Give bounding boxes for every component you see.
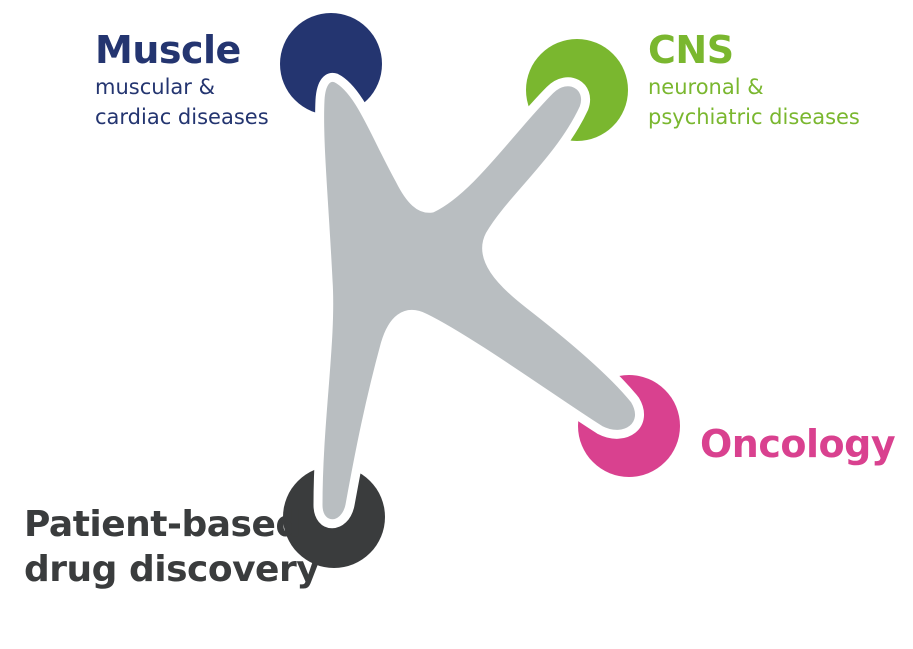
muscle-subtitle-line2: cardiac diseases	[95, 105, 269, 129]
patient-title-line2: drug discovery	[24, 549, 320, 590]
muscle-node-circle	[280, 13, 382, 115]
muscle-label-group: Muscle muscular & cardiac diseases	[95, 28, 269, 132]
muscle-subtitle-line1: muscular &	[95, 75, 215, 99]
oncology-title: Oncology	[700, 422, 896, 466]
oncology-label-group: Oncology	[700, 422, 896, 466]
cns-title: CNS	[648, 28, 734, 72]
patient-label-group: Patient-based drug discovery	[24, 502, 320, 592]
cns-subtitle-line1: neuronal &	[648, 75, 764, 99]
cns-label-group: CNS neuronal & psychiatric diseases	[648, 28, 860, 132]
k-body-shape	[313, 72, 644, 529]
patient-title-line1: Patient-based	[24, 504, 301, 545]
muscle-title: Muscle	[95, 28, 241, 72]
cns-subtitle-line2: psychiatric diseases	[648, 105, 860, 129]
